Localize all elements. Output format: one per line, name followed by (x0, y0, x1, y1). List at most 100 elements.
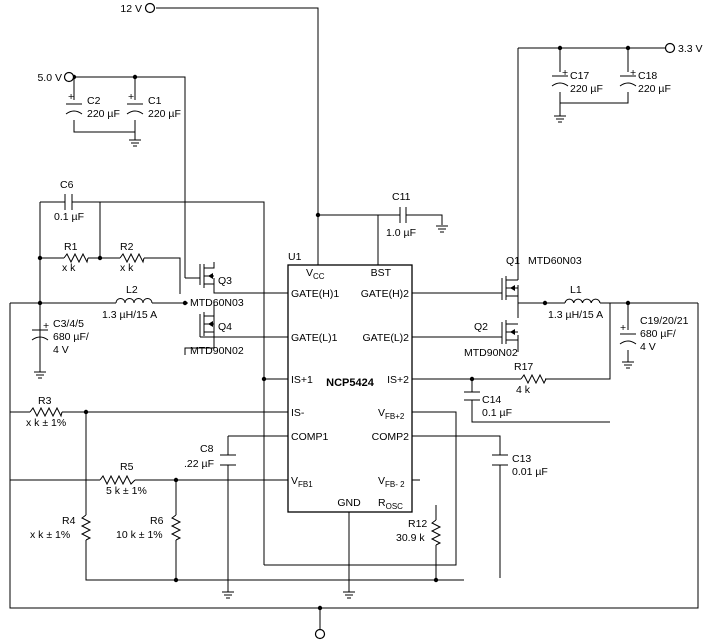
svg-text:x k ± 1%: x k ± 1% (26, 417, 66, 429)
svg-text:GATE(H)2: GATE(H)2 (361, 288, 409, 300)
capacitor-c13: C13 0.01 µF (492, 453, 548, 478)
svg-text:C3/4/5: C3/4/5 (53, 318, 84, 330)
resistor-r1: R1 x k (62, 241, 89, 274)
resistor-r17: R17 4 k (514, 361, 547, 396)
svg-text:+: + (630, 67, 636, 79)
svg-text:+: + (620, 322, 626, 334)
svg-text:5.0 V: 5.0 V (37, 72, 62, 84)
svg-text:R1: R1 (64, 241, 78, 253)
svg-text:C1: C1 (148, 95, 162, 107)
mosfet-q1: Q1 MTD60N03 (498, 255, 582, 300)
resistor-r5: R5 5 k ± 1% (99, 461, 147, 497)
svg-text:12 V: 12 V (120, 3, 142, 15)
svg-text:10 k ± 1%: 10 k ± 1% (116, 529, 163, 541)
svg-text:IS+1: IS+1 (291, 374, 313, 386)
svg-text:R17: R17 (514, 361, 533, 373)
mosfet-q3: Q3 MTD60N03 (185, 262, 244, 309)
svg-text:R2: R2 (120, 241, 134, 253)
svg-text:+: + (43, 320, 49, 332)
capacitor-c1: + C1 220 µF (126, 91, 181, 147)
svg-text:+: + (128, 91, 134, 103)
svg-text:x k ± 1%: x k ± 1% (30, 529, 70, 541)
svg-text:VFB- 2: VFB- 2 (378, 475, 405, 489)
svg-text:680 µF/: 680 µF/ (640, 328, 676, 340)
svg-text:220 µF: 220 µF (570, 83, 603, 95)
svg-text:GATE(L)1: GATE(L)1 (291, 332, 338, 344)
capacitor-c8: C8 .22 µF (184, 443, 236, 599)
capacitor-c2: + C2 220 µF (65, 91, 120, 120)
svg-text:5 k ± 1%: 5 k ± 1% (106, 485, 147, 497)
wires (9, 7, 699, 630)
svg-text:MTD90N02: MTD90N02 (190, 345, 244, 357)
terminal-3v3: 3.3 V (664, 42, 703, 55)
svg-text:4 V: 4 V (640, 341, 656, 353)
svg-text:C6: C6 (60, 179, 74, 191)
svg-text:1.3 µH/15 A: 1.3 µH/15 A (102, 309, 157, 321)
svg-text:Q3: Q3 (218, 275, 232, 287)
resistor-r2: R2 x k (119, 241, 145, 274)
svg-text:MTD60N03: MTD60N03 (190, 297, 244, 309)
resistor-r3: R3 x k ± 1% (26, 395, 66, 429)
svg-text:R6: R6 (150, 515, 164, 527)
svg-text:VCC: VCC (306, 267, 325, 281)
svg-text:GATE(L)2: GATE(L)2 (363, 332, 410, 344)
svg-text:4 V: 4 V (53, 344, 69, 356)
svg-text:R4: R4 (62, 515, 76, 527)
capacitor-c345: + C3/4/5 680 µF/ 4 V (31, 318, 89, 379)
svg-text:MTD90N02: MTD90N02 (464, 347, 518, 359)
svg-text:30.9 k: 30.9 k (396, 532, 425, 544)
svg-text:C14: C14 (482, 394, 501, 406)
svg-text:MTD60N03: MTD60N03 (528, 255, 582, 267)
svg-text:C11: C11 (392, 191, 411, 203)
svg-text:0.1 µF: 0.1 µF (482, 407, 512, 419)
ic-ncp5424: U1 NCP5424 VCC BST GATE(H)1 GATE(H)2 GAT… (287, 251, 413, 513)
svg-text:+: + (562, 67, 568, 79)
svg-text:x k: x k (120, 262, 134, 274)
svg-text:1.3 µH/15 A: 1.3 µH/15 A (548, 309, 603, 321)
mosfet-q4: Q4 MTD90N02 (190, 312, 244, 357)
capacitor-c17: + C17 220 µF (551, 67, 603, 123)
resistor-r6: R6 10 k ± 1% (116, 514, 182, 541)
svg-text:U1: U1 (288, 251, 302, 263)
svg-text:BST: BST (371, 267, 392, 279)
capacitor-c14: C14 0.1 µF (464, 391, 512, 419)
inductor-l2: L2 1.3 µH/15 A (102, 284, 157, 321)
svg-text:VFB+2: VFB+2 (378, 407, 405, 421)
svg-text:R12: R12 (408, 518, 427, 530)
svg-text:GATE(H)1: GATE(H)1 (291, 288, 339, 300)
svg-text:680 µF/: 680 µF/ (53, 331, 89, 343)
svg-text:0.01 µF: 0.01 µF (512, 466, 548, 478)
svg-text:Q1: Q1 (506, 255, 520, 267)
svg-text:C8: C8 (200, 443, 214, 455)
ground-symbols (342, 591, 356, 599)
mosfet-q2: Q2 MTD90N02 (464, 320, 518, 359)
svg-text:IS-: IS- (291, 407, 305, 419)
svg-text:R5: R5 (120, 461, 134, 473)
svg-text:Q2: Q2 (474, 321, 488, 333)
svg-text:x k: x k (62, 262, 76, 274)
svg-text:NCP5424: NCP5424 (326, 377, 375, 389)
svg-text:C2: C2 (87, 95, 101, 107)
svg-text:220 µF: 220 µF (87, 108, 120, 120)
svg-text:IS+2: IS+2 (387, 374, 409, 386)
junction-dots (37, 45, 631, 611)
svg-text:3.3 V: 3.3 V (678, 43, 703, 55)
svg-text:COMP2: COMP2 (372, 431, 410, 443)
svg-text:C17: C17 (570, 70, 589, 82)
svg-text:4 k: 4 k (516, 384, 531, 396)
svg-text:C13: C13 (512, 453, 531, 465)
inductor-l1: L1 1.3 µH/15 A (548, 284, 603, 321)
terminal-5v: 5.0 V (37, 71, 75, 84)
svg-text:.22 µF: .22 µF (184, 458, 214, 470)
svg-text:Q4: Q4 (218, 321, 232, 333)
svg-text:+: + (68, 91, 74, 103)
svg-text:ROSC: ROSC (378, 497, 403, 511)
terminal-12v: 12 V (120, 2, 156, 15)
svg-text:VFB1: VFB1 (291, 475, 313, 489)
capacitor-c11: C11 1.0 µF (386, 191, 449, 239)
svg-text:220 µF: 220 µF (148, 108, 181, 120)
svg-text:1.0 µF: 1.0 µF (386, 227, 416, 239)
svg-text:GND: GND (337, 497, 361, 509)
capacitor-c6: C6 0.1 µF (54, 179, 84, 223)
